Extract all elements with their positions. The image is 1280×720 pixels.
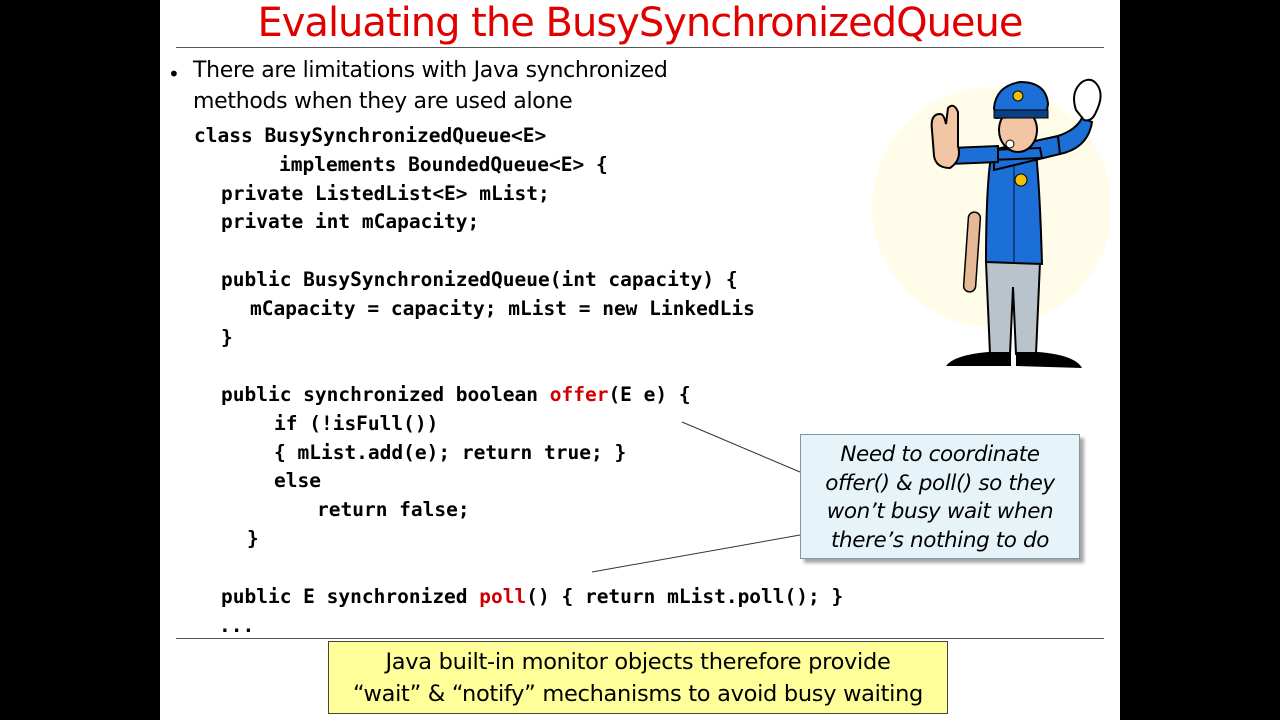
code-line: if (!isFull()) (274, 412, 439, 435)
code-line: { mList.add(e); return true; } (274, 441, 627, 464)
summary-note: Java built-in monitor objects therefore … (328, 641, 948, 714)
policeman-stop-illustration (872, 78, 1110, 368)
leader-line-offer (681, 421, 801, 473)
code-line: public BusySynchronizedQueue(int capacit… (221, 268, 738, 291)
code-line: private ListedList<E> mList; (221, 182, 550, 205)
code-text: (E e) { (608, 383, 691, 406)
bullet-text-line-1: There are limitations with Java synchron… (193, 58, 668, 83)
code-line: } (221, 326, 233, 349)
callout-leader-lines (591, 421, 801, 573)
title-divider (176, 47, 1104, 48)
badge-icon (1014, 173, 1028, 187)
code-line: } (247, 527, 259, 550)
code-line: ... (219, 614, 255, 637)
stop-hand-icon (930, 104, 960, 170)
code-line: else (274, 469, 321, 492)
code-line-poll: public E synchronized poll() { return mL… (221, 583, 843, 611)
code-block: class BusySynchronizedQueue<E> implement… (160, 122, 870, 642)
code-line: return false; (317, 498, 470, 521)
code-line: private int mCapacity; (221, 210, 480, 233)
leader-line-poll (591, 534, 801, 573)
slide-title: Evaluating the BusySynchronizedQueue (257, 0, 1023, 46)
summary-line-2: “wait” & “notify” mechanisms to avoid bu… (352, 681, 924, 707)
white-glove-icon (1073, 78, 1102, 122)
code-line: mCapacity = capacity; mList = new Linked… (250, 297, 755, 320)
slide: Evaluating the BusySynchronizedQueue • T… (160, 0, 1120, 720)
code-text: public E synchronized (221, 585, 480, 608)
callout-line-1: Need to coordinate (840, 442, 1040, 467)
summary-line-1: Java built-in monitor objects therefore … (385, 649, 891, 675)
bullet-text-line-2: methods when they are used alone (193, 89, 573, 114)
whistle-icon (1005, 139, 1015, 149)
keyword-offer: offer (549, 383, 609, 406)
bullet-point: • (168, 62, 180, 86)
code-line: implements BoundedQueue<E> { (279, 153, 608, 176)
callout-line-4: there’s nothing to do (831, 527, 1049, 553)
code-line-offer: public synchronized boolean offer(E e) { (221, 381, 691, 409)
code-text: public synchronized boolean (221, 383, 550, 406)
callout-box: Need to coordinate offer() & poll() so t… (800, 434, 1080, 559)
footer-divider (176, 638, 1104, 639)
keyword-poll: poll (479, 585, 527, 608)
code-line: class BusySynchronizedQueue<E> (194, 124, 547, 147)
callout-line-3: won’t busy wait when (826, 499, 1054, 524)
callout-line-2: offer() & poll() so they (825, 470, 1055, 496)
code-text: () { return mList.poll(); } (526, 585, 844, 608)
